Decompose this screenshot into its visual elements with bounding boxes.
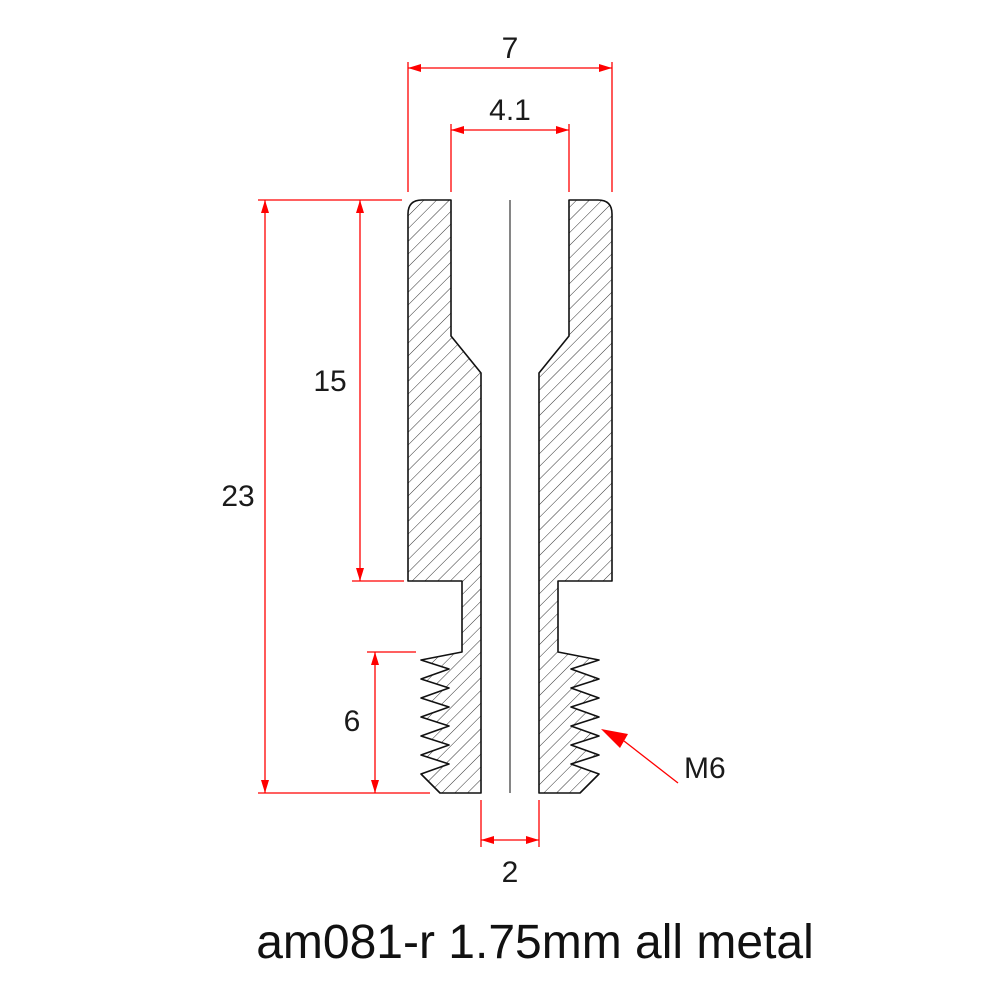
thread-callout: M6: [601, 729, 726, 785]
dim-label-thread-length: 6: [344, 705, 361, 738]
dim-total-length: 23: [221, 199, 430, 794]
arrowhead: [261, 780, 269, 793]
leader-arrowhead: [601, 729, 628, 748]
dim-body-length: 15: [313, 200, 404, 582]
arrowhead: [481, 836, 494, 844]
right-section-profile: [538, 199, 613, 794]
dim-label-exit-width: 2: [502, 856, 519, 889]
arrowhead: [371, 652, 379, 665]
dim-exit-width: 2: [480, 800, 540, 889]
dim-label-total-length: 23: [221, 480, 254, 513]
part-cross-section: [407, 199, 613, 794]
arrowhead: [356, 568, 364, 581]
arrowhead: [408, 64, 421, 72]
arrowhead: [356, 200, 364, 213]
leader-line: [623, 740, 679, 784]
caption: am081-r 1.75mm all metal: [256, 916, 814, 969]
arrowhead: [261, 200, 269, 213]
arrowhead: [526, 836, 539, 844]
dim-label-inner-top-width: 4.1: [489, 94, 531, 127]
thread-spec-label: M6: [684, 752, 726, 785]
arrowhead: [599, 64, 612, 72]
dim-label-body-length: 15: [313, 365, 346, 398]
dim-label-outer-width: 7: [502, 32, 519, 65]
dim-inner-top-width: 4.1: [450, 94, 570, 192]
dim-thread-length: 6: [344, 651, 416, 793]
dim-outer-width: 7: [407, 32, 613, 192]
arrowhead: [371, 780, 379, 793]
left-section-profile: [407, 199, 482, 794]
arrowhead: [556, 126, 569, 134]
arrowhead: [451, 126, 464, 134]
